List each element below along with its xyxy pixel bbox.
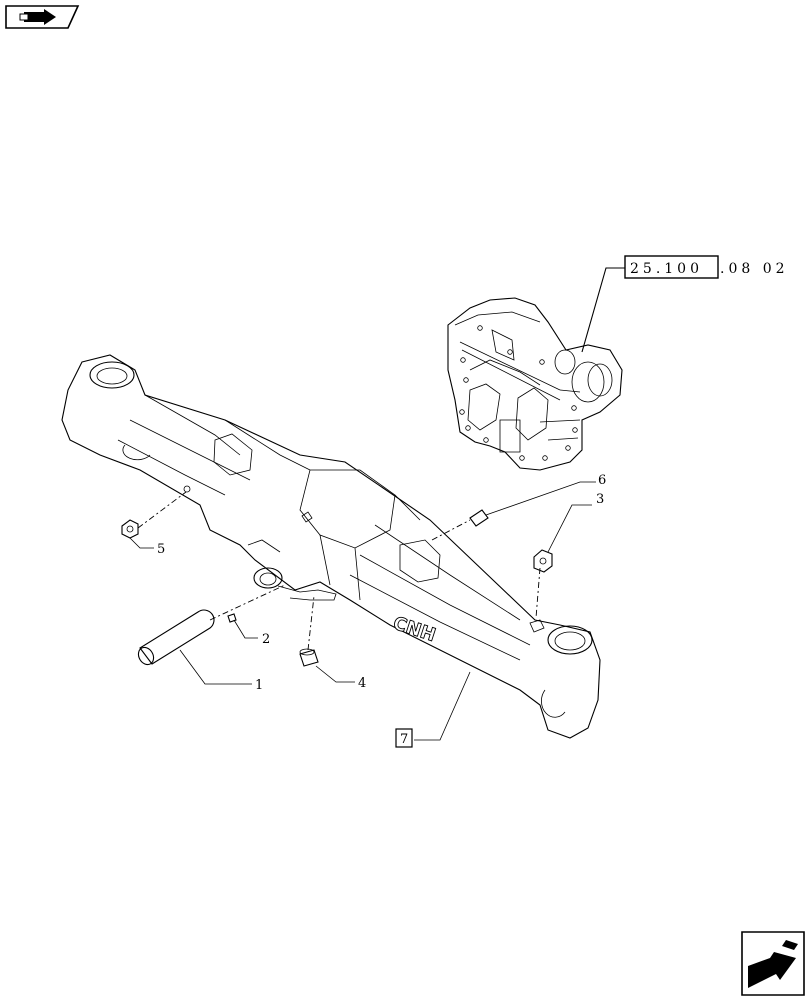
callout-7[interactable]: 7	[400, 732, 408, 747]
reference-link[interactable]: 25.100 .08 02	[624, 255, 789, 279]
callout-5[interactable]: 5	[157, 542, 165, 557]
callout-7-box	[395, 728, 413, 748]
reference-boxed-text: 25.100	[630, 261, 703, 277]
callout-3[interactable]: 3	[596, 492, 604, 507]
part-stud-6	[469, 509, 489, 527]
part-pin	[137, 609, 215, 666]
differential-housing	[447, 297, 623, 471]
part-nut-3	[533, 549, 553, 573]
part-small-pin	[227, 613, 237, 623]
callout-6[interactable]: 6	[598, 473, 606, 488]
callout-2[interactable]: 2	[262, 632, 270, 647]
callout-1[interactable]: 1	[255, 678, 263, 693]
next-page-icon[interactable]	[741, 931, 805, 996]
brand-mark: CNH	[390, 613, 438, 646]
prev-page-icon[interactable]	[5, 5, 80, 29]
part-nut-5	[121, 519, 139, 539]
reference-suffix-text: .08 02	[720, 261, 789, 277]
part-bushing	[299, 648, 319, 667]
axle-housing: CNH	[61, 354, 601, 739]
callout-4[interactable]: 4	[358, 676, 366, 691]
